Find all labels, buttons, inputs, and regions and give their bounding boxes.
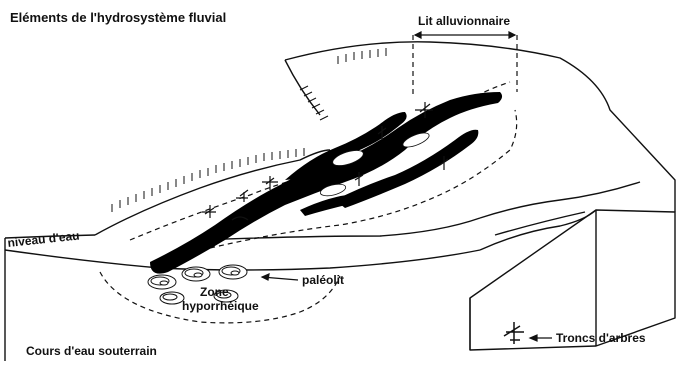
gravel-cluster	[148, 275, 176, 289]
label-paleolit: paléolit	[302, 273, 344, 287]
label-cours-eau-souterrain: Cours d'eau souterrain	[26, 344, 157, 358]
gravel-cluster	[182, 267, 210, 281]
label-niveau-eau: niveau d'eau	[7, 229, 80, 250]
label-lit-alluvionnaire: Lit alluvionnaire	[418, 14, 510, 28]
gravel-cluster	[219, 265, 247, 279]
label-hyporrheique: hyporrhéique	[182, 299, 259, 313]
label-troncs-arbres: Troncs d'arbres	[556, 331, 646, 345]
gravel-cluster	[160, 292, 184, 304]
river-channels	[150, 92, 502, 274]
diagram-title: Eléments de l'hydrosystème fluvial	[10, 10, 226, 25]
label-zone: Zone	[200, 285, 229, 299]
